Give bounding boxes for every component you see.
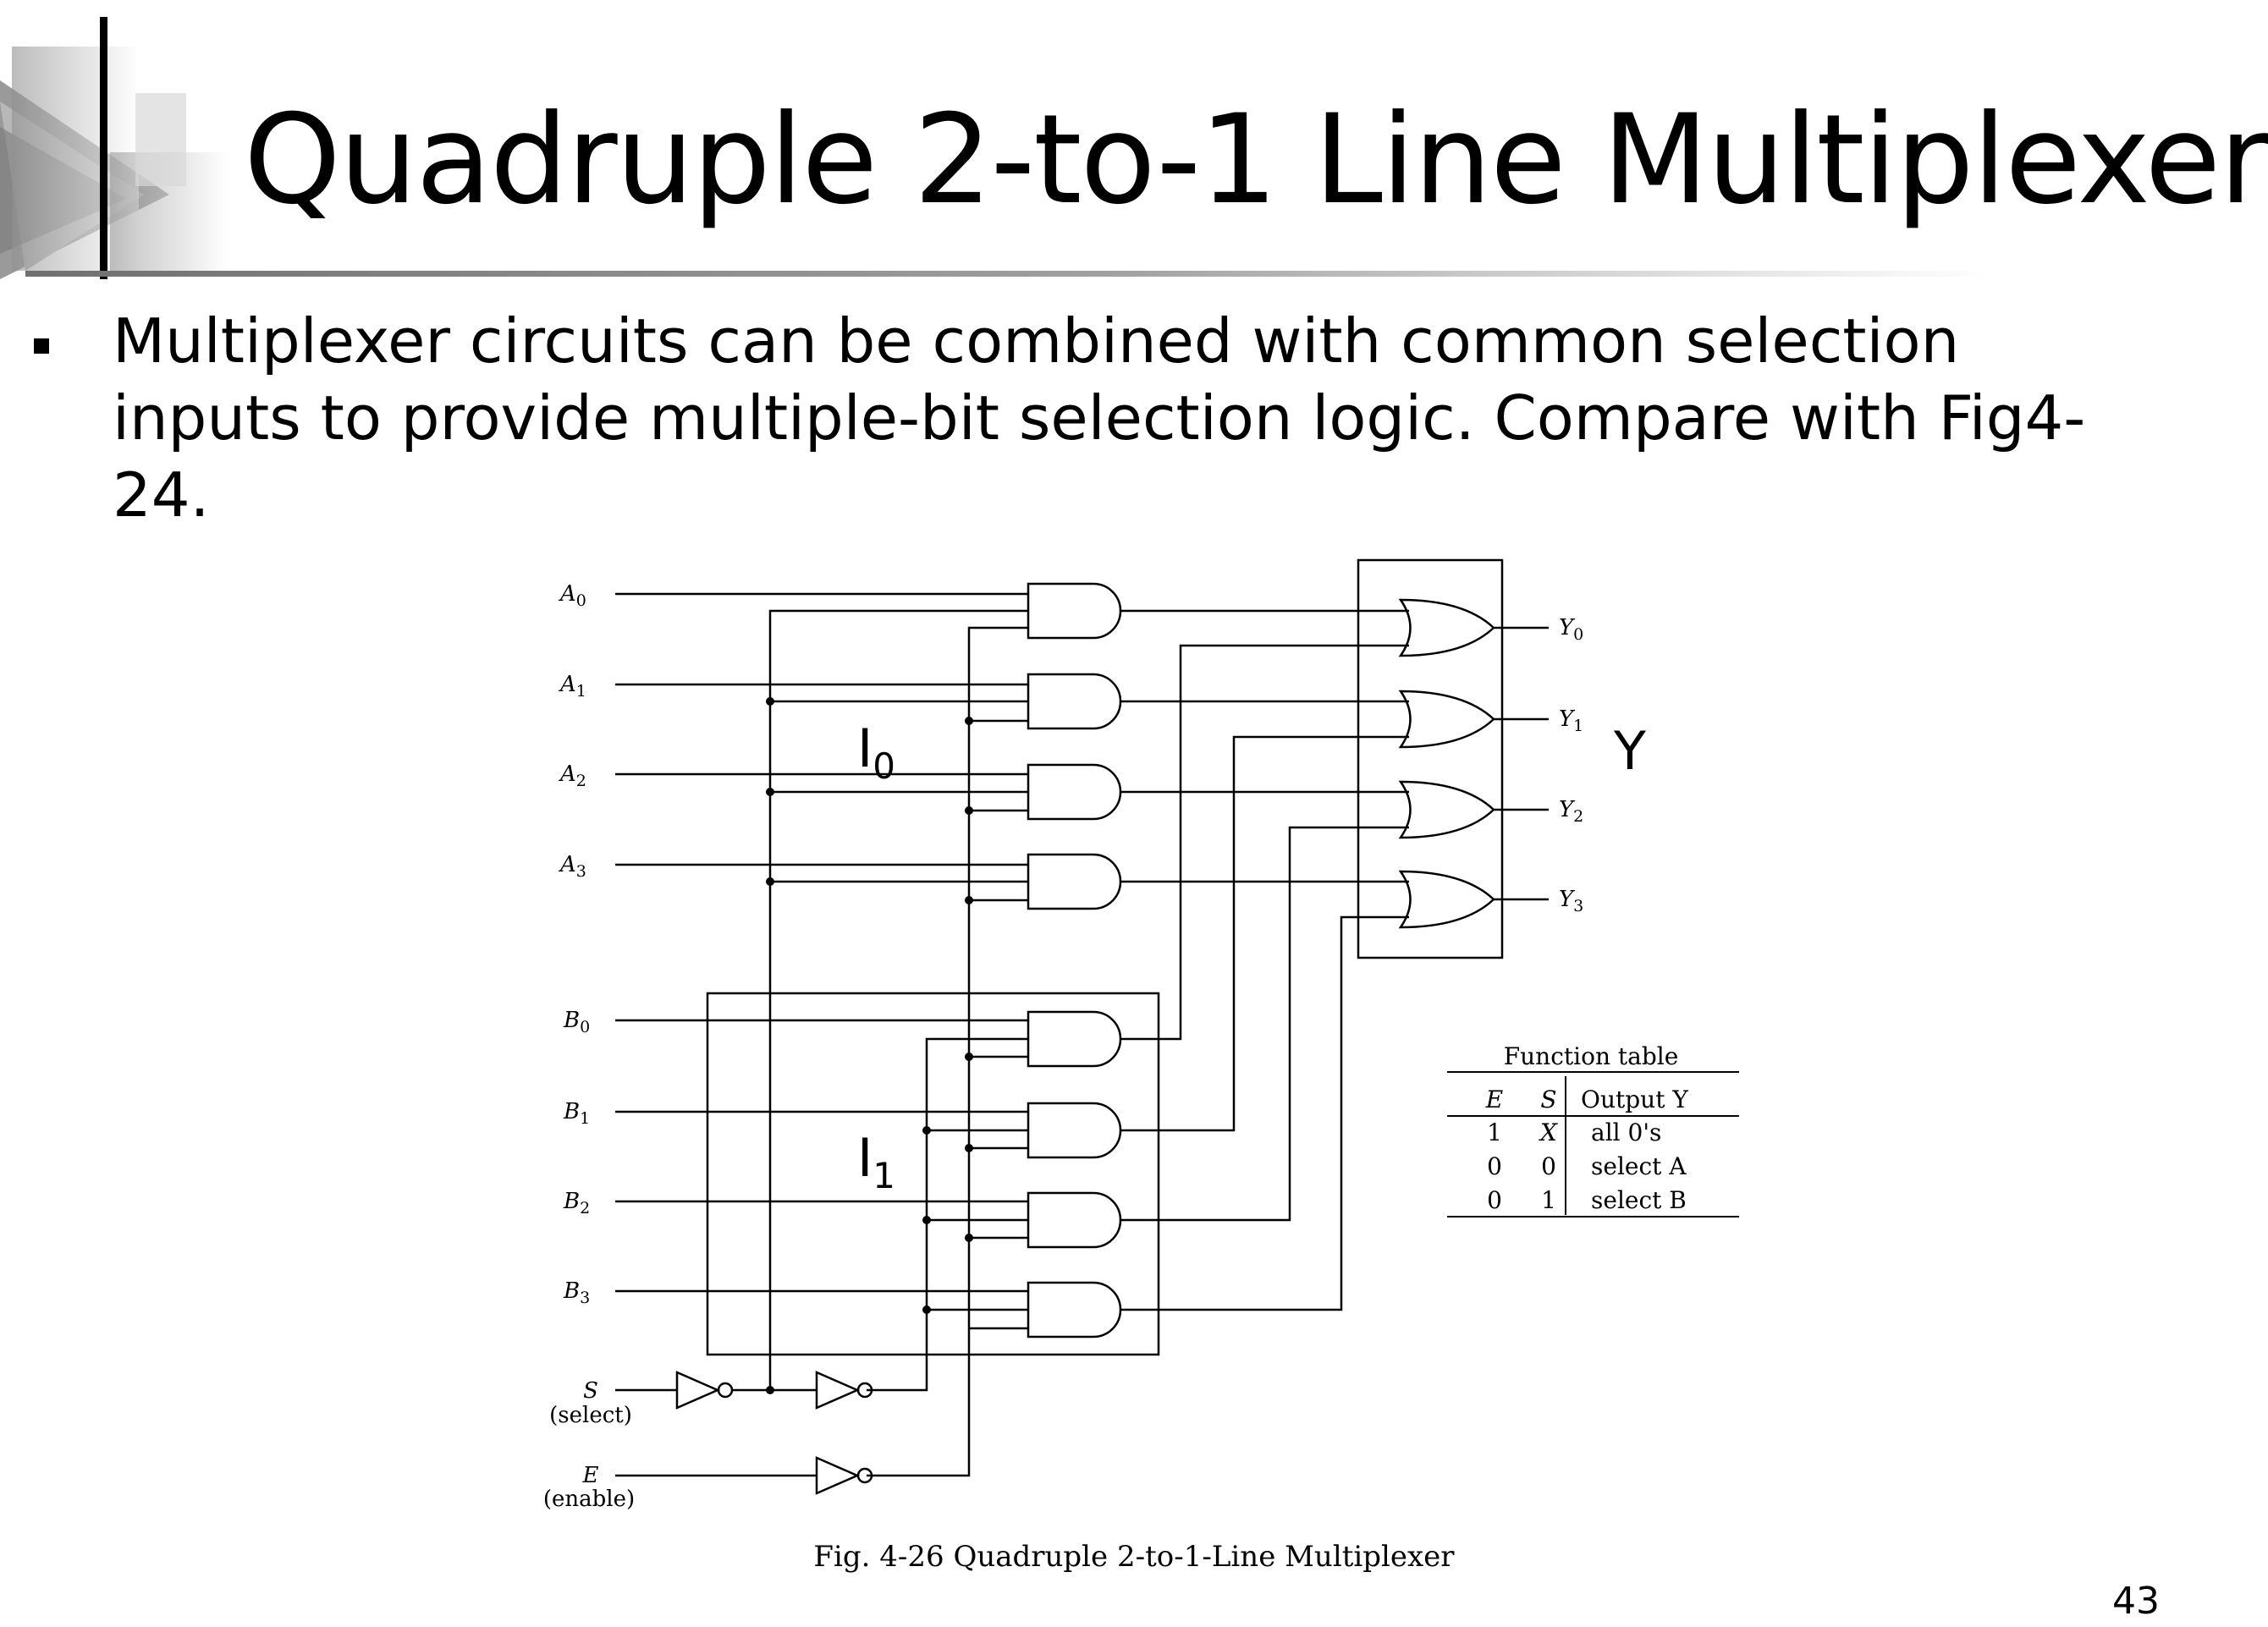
select-bus: [867, 1037, 1028, 1392]
function-table-cell: select A: [1591, 1152, 1687, 1180]
and-gate-a2: [1027, 763, 1122, 821]
title-vertical-rule: [100, 17, 107, 279]
and-gate-a1: [1027, 673, 1122, 730]
b-and-group-box: [706, 992, 1160, 1356]
figure-caption: Fig. 4-26 Quadruple 2-to-1-Line Multiple…: [813, 1540, 1455, 1574]
and-gate-b0: [1027, 1010, 1122, 1068]
label-y0: Y0: [1559, 615, 1583, 644]
a-input-wires: [615, 592, 1028, 866]
and-gate-b1: [1027, 1102, 1122, 1159]
label-enable: E: [582, 1463, 599, 1488]
slide-decoration: [0, 17, 1989, 279]
enable-inverter: [815, 1456, 873, 1495]
and-gate-b3: [1027, 1281, 1122, 1338]
corner-decoration: [0, 47, 228, 279]
label-b0: B0: [563, 1008, 590, 1036]
function-table-header-output: Output Y: [1581, 1086, 1688, 1113]
function-table-cell: 1: [1541, 1186, 1556, 1214]
function-table-cell: X: [1539, 1119, 1558, 1146]
or-gate-y0: [1398, 598, 1495, 657]
label-b1: B1: [563, 1099, 590, 1128]
and-gate-a3: [1027, 853, 1122, 910]
function-table-header-s: S: [1540, 1086, 1556, 1113]
output-wires: [1494, 626, 1549, 901]
a-gate-output-wires: [1120, 609, 1409, 883]
label-a2: A2: [559, 761, 586, 790]
b-input-wires: [615, 1019, 1028, 1293]
or-gate-y3: [1398, 870, 1495, 929]
label-y2: Y2: [1559, 797, 1583, 826]
function-table-cell: select B: [1591, 1186, 1687, 1214]
label-b2: B2: [563, 1189, 590, 1218]
title-underline-rule: [25, 271, 1989, 277]
label-a3: A3: [559, 852, 586, 881]
label-y1: Y1: [1559, 706, 1583, 735]
annotation-y: Y: [1613, 720, 1646, 782]
label-a0: A0: [559, 581, 586, 610]
label-b3: B3: [563, 1278, 590, 1307]
function-table-cell: all 0's: [1591, 1119, 1661, 1146]
label-a1: A1: [559, 672, 586, 701]
multiplexer-diagram: A0 A1 A2 A3 B0 B1 B2 B3 Y0 Y1 Y2 Y3 S E …: [543, 558, 1739, 1574]
bullet-marker: [34, 338, 49, 354]
function-table-header-e: E: [1485, 1086, 1503, 1113]
function-table-rules: [1447, 1071, 1739, 1218]
or-gate-y2: [1398, 780, 1495, 839]
select-inverter-1: [675, 1371, 734, 1410]
function-table-cell: 0: [1487, 1152, 1502, 1180]
annotation-i1: I1: [857, 1127, 895, 1196]
label-select: S: [583, 1378, 598, 1404]
b-gate-output-wires: [1120, 644, 1409, 1311]
function-table-cell: 1: [1487, 1119, 1502, 1146]
and-gate-b2: [1027, 1191, 1122, 1249]
or-gate-y1: [1398, 690, 1495, 749]
page-number: 43: [2112, 1580, 2160, 1623]
bullet-text: Multiplexer circuits can be combined wit…: [113, 305, 2086, 530]
select-inverter-2: [815, 1371, 873, 1410]
label-select-note: (select): [549, 1403, 632, 1428]
enable-bus: [867, 626, 1028, 1477]
label-y3: Y3: [1559, 887, 1583, 915]
slide-title: Quadruple 2-to-1 Line Multiplexer: [244, 88, 2268, 232]
select-inverted-bus: [768, 609, 1028, 1390]
and-gate-a0: [1027, 582, 1122, 640]
function-table-cell: 0: [1541, 1152, 1556, 1180]
function-table-cell: 0: [1487, 1186, 1502, 1214]
output-or-group-box: [1357, 558, 1504, 959]
annotation-i0: I0: [857, 717, 895, 787]
function-table-title: Function table: [1504, 1042, 1679, 1070]
label-enable-note: (enable): [543, 1487, 635, 1512]
junction-dots: [766, 697, 973, 1394]
